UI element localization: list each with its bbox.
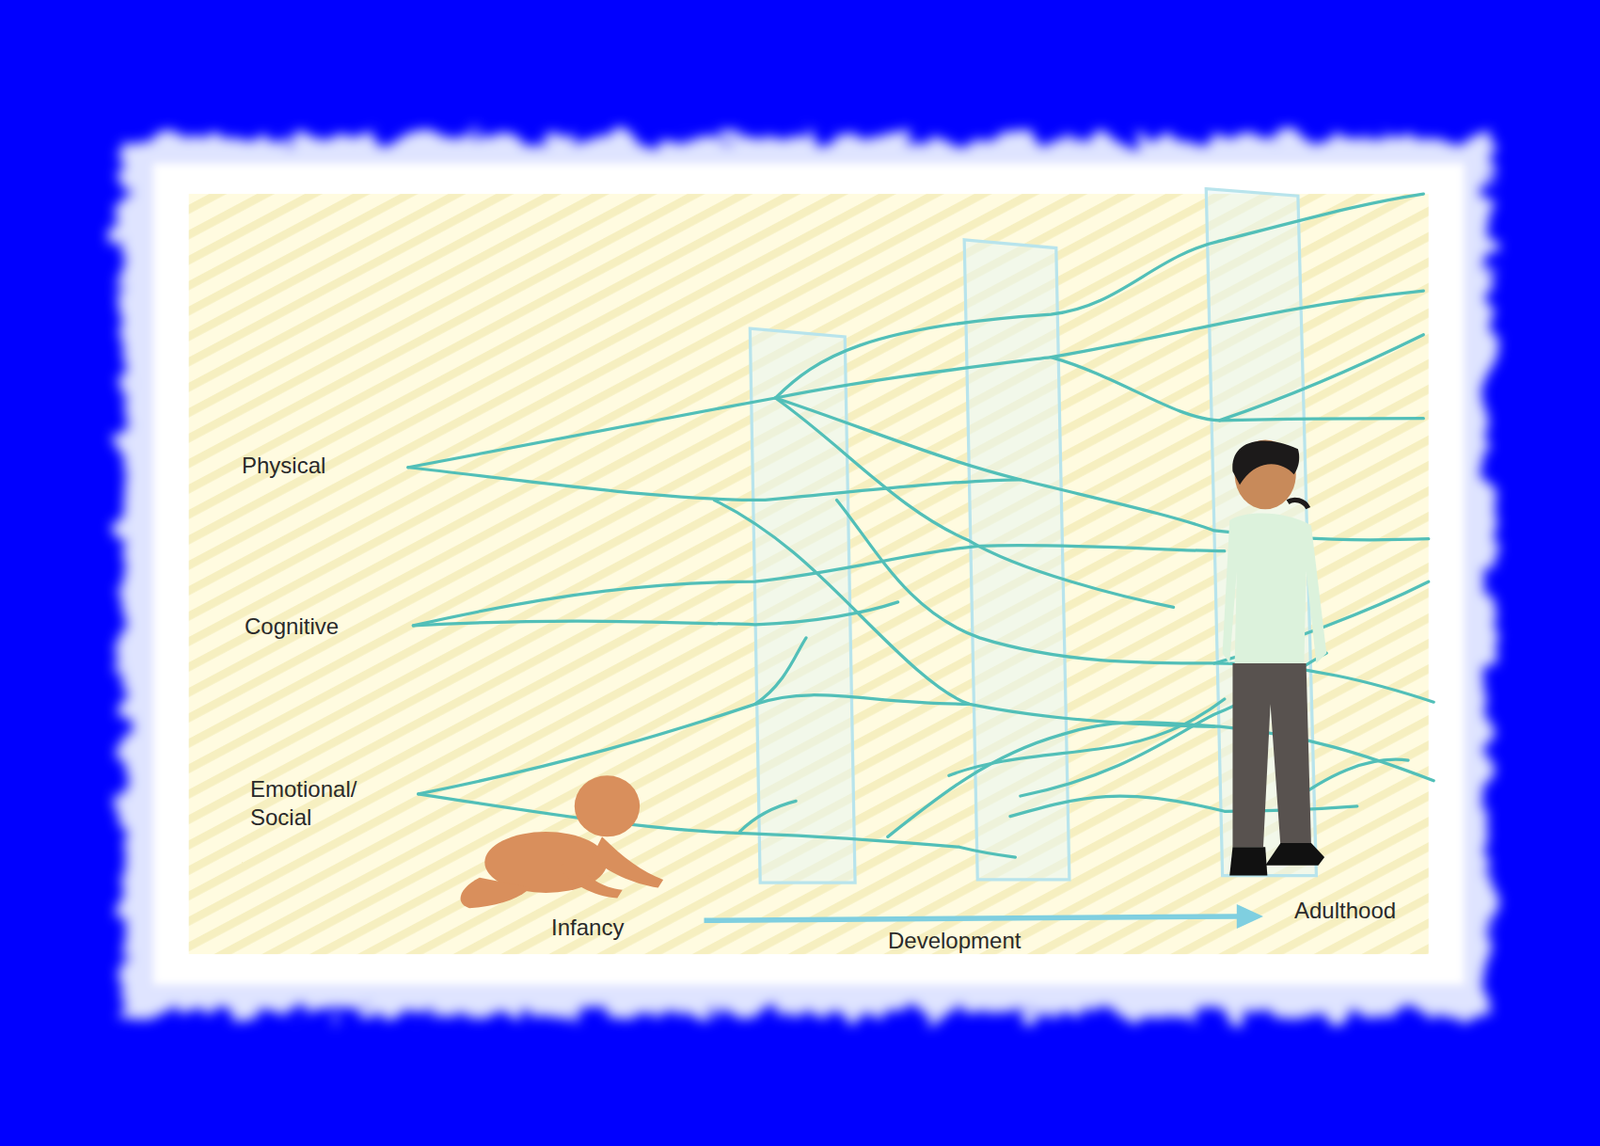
- domain-label: Physical: [241, 451, 385, 480]
- infant-figure: [460, 775, 665, 908]
- axis-label: Development: [887, 926, 1093, 955]
- domain-label: Emotional/ Social: [250, 775, 373, 832]
- development-arrow: [704, 903, 1264, 929]
- adult-figure: [1222, 439, 1328, 875]
- stage-label: Infancy: [551, 913, 695, 942]
- stage-label: Adulthood: [1294, 896, 1458, 925]
- fuzzy-frame: [122, 137, 1490, 1015]
- development-threads: [408, 193, 1434, 857]
- domain-label: Cognitive: [244, 612, 388, 641]
- frame-glow: [153, 163, 1465, 985]
